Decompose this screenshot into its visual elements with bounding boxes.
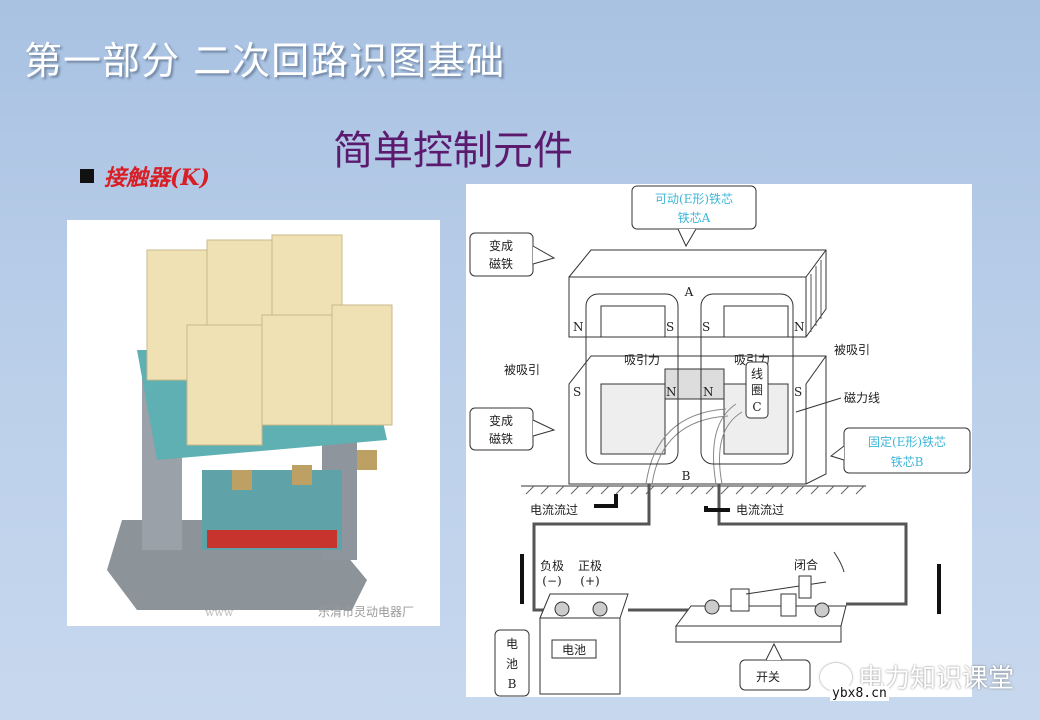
callout-magnet-bottom-1: 变成 [489,413,513,428]
callout-battery-1: 电 [506,637,518,651]
label-current-left: 电流流过 [530,503,578,517]
slide-title: 第一部分 二次回路识图基础 [24,39,506,83]
core-a-letter: A [684,285,694,299]
label-coil-2: 圈 [751,383,763,397]
label-negative-sign: (−) [542,574,561,588]
bullet-item: 接触器(K) [80,160,210,192]
photo-caption-right: 乐清市灵动电器厂 [318,604,414,619]
label-closed: 闭合 [794,557,818,572]
bullet-square-icon [80,169,94,183]
label-attracted-left: 被吸引 [504,363,540,377]
label-coil-3: C [752,400,761,414]
pole-s: S [794,385,802,399]
label-coil-1: 线 [751,367,763,381]
photo-caption-left: www [205,606,234,619]
watermark-site: ybx8.cn [830,686,889,701]
callout-battery-3: B [508,677,517,691]
core-b-letter: B [682,469,691,483]
label-magnetic-lines: 磁力线 [844,390,880,405]
callout-magnet-top-1: 变成 [489,238,513,253]
pole-n: N [703,385,714,399]
label-current-right: 电流流过 [736,503,784,517]
contactor-photo: www 乐清市灵动电器厂 [67,220,440,626]
label-attracted-right: 被吸引 [834,343,870,357]
callout-magnet-bottom-2: 磁铁 [489,431,513,446]
pole-s: S [666,320,674,334]
label-positive: 正极 [578,559,602,573]
label-negative: 负极 [540,559,564,573]
contactor-diagram: 可动(E形)铁芯 铁芯A 变成 磁铁 A N S S N S N N S B 被… [466,184,972,697]
pole-n: N [794,320,805,334]
callout-battery-2: 池 [506,657,518,671]
slide-subtitle: 简单控制元件 [333,128,573,174]
pole-n: N [573,320,584,334]
callout-fixed-core-1: 固定(E形)铁芯 [868,434,946,449]
pole-n: N [666,385,677,399]
callout-fixed-core-2: 铁芯B [891,455,924,469]
bullet-text: 接触器(K) [104,165,210,191]
pole-s: S [573,385,581,399]
pole-s: S [702,320,710,334]
label-switch: 开关 [756,670,780,684]
callout-movable-core-1: 可动(E形)铁芯 [655,192,733,206]
callout-movable-core-2: 铁芯A [678,211,711,225]
label-battery: 电池 [562,643,586,657]
callout-magnet-top-2: 磁铁 [489,256,513,271]
label-attraction-force-left: 吸引力 [624,353,660,367]
label-positive-sign: (+) [580,574,599,588]
